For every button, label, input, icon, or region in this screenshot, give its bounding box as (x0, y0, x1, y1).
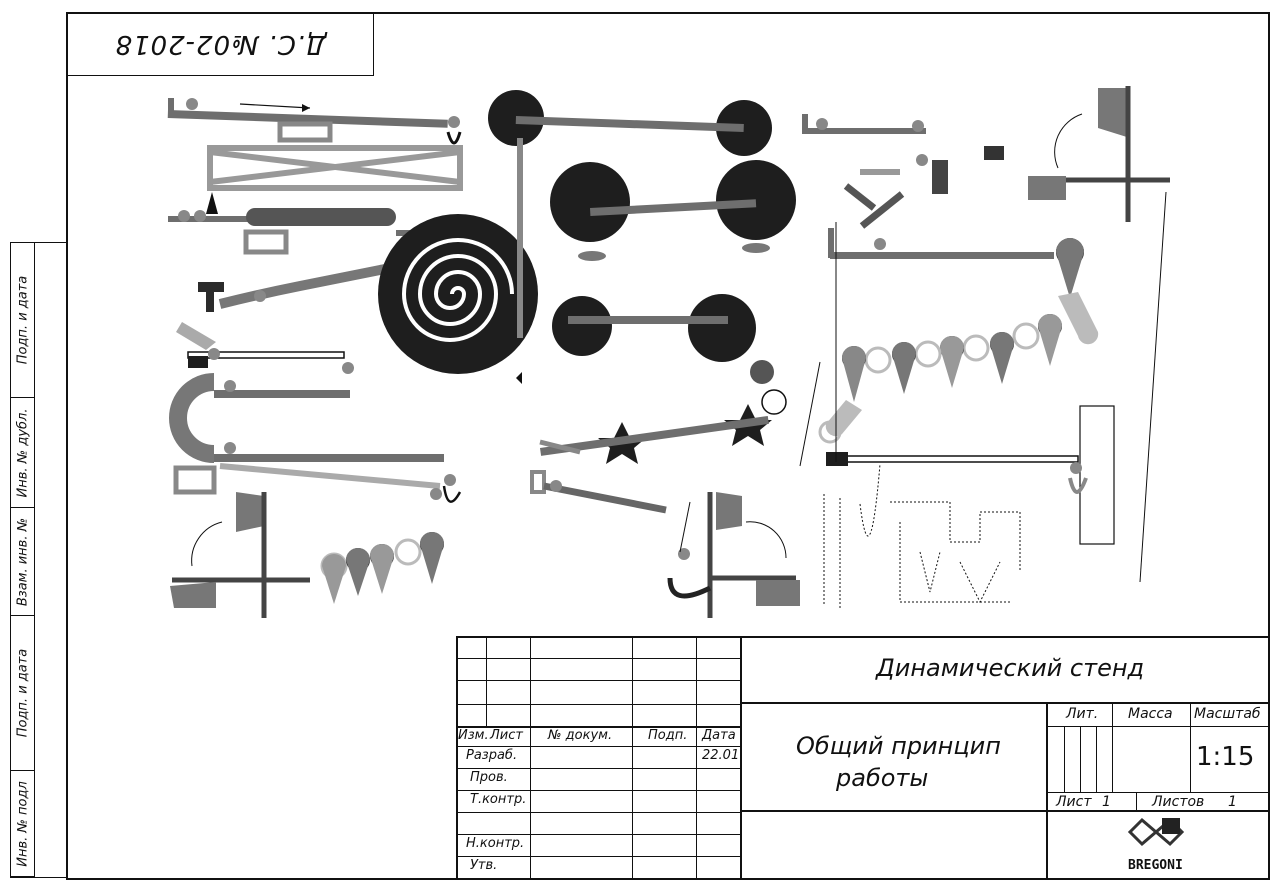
row-utv: Утв. (470, 858, 498, 873)
section-finish-1lap (170, 492, 444, 618)
drawing-title: Динамический стенд (876, 654, 1145, 682)
sheets-value: 1 (1228, 794, 1237, 810)
stamp-text: Д.С. №02-2018 (114, 29, 327, 60)
side-strip: Подп. и дата Инв. № дубл. Взам. инв. № П… (10, 242, 66, 878)
row-razrab: Разраб. (466, 748, 518, 763)
section-finish-2lap (667, 361, 821, 618)
side-cell-2: Инв. № дубл. (11, 398, 35, 508)
section-right (802, 86, 1170, 608)
header-podp: Подп. (648, 728, 688, 743)
drawing-subtitle-1: Общий принцип (796, 732, 1001, 760)
header-date: Дата (702, 728, 736, 743)
row-prov: Пров. (470, 770, 508, 785)
header-doc-no: № докум. (548, 728, 613, 743)
header-list: Лист (490, 728, 523, 743)
logo-text: BREGONI (1128, 858, 1183, 873)
section-2 (176, 214, 538, 384)
drawing-subtitle-2: работы (836, 764, 929, 792)
date-value: 22.01 (702, 748, 740, 763)
header-scale: Масштаб (1194, 706, 1261, 722)
header-lit: Лит. (1066, 706, 1099, 722)
side-cell-1: Подп. и дата (11, 243, 35, 398)
side-cell-3: Взам. инв. № (11, 508, 35, 616)
bregoni-logo-icon (1127, 817, 1185, 847)
sheets-label: Листов (1152, 794, 1205, 810)
header-izm: Изм. (458, 728, 489, 743)
document-stamp: Д.С. №02-2018 (68, 14, 374, 76)
mechanism-drawing (167, 86, 1170, 618)
section-4 (169, 348, 462, 503)
title-block: Изм. Лист № докум. Подп. Дата Разраб. Пр… (456, 636, 1268, 878)
row-tkontr: Т.контр. (470, 792, 527, 807)
drawing-frame (66, 12, 1270, 880)
header-mass: Масса (1128, 706, 1173, 722)
side-cell-5: Инв. № подл (11, 771, 35, 877)
side-cell-4: Подп. и дата (11, 616, 35, 771)
sheet-label: Лист (1056, 794, 1092, 810)
sheet-value: 1 (1102, 794, 1111, 810)
scale-value: 1:15 (1196, 742, 1255, 772)
section-center-wheels (488, 90, 796, 514)
row-nkontr: Н.контр. (466, 836, 525, 851)
